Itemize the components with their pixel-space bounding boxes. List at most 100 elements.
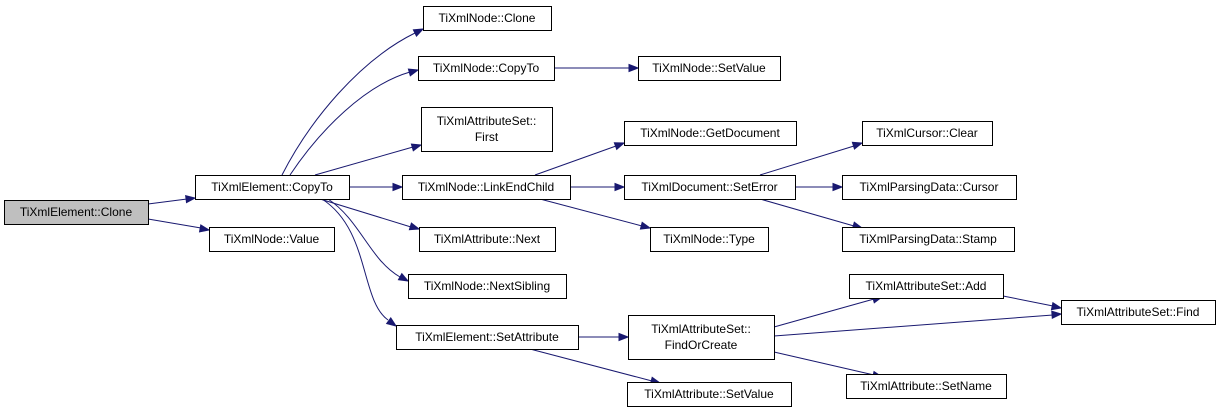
node-label-findorcreate: FindOrCreate (665, 338, 738, 352)
node-label-value: TiXmlNode::Value (224, 232, 320, 246)
node-label-attr-next: TiXmlAttribute::Next (434, 232, 541, 246)
node-label-copyto-node: TiXmlNode::CopyTo (433, 61, 540, 75)
node-label-seterror: TiXmlDocument::SetError (641, 180, 777, 194)
node-pd-cursor[interactable]: TiXmlParsingData::Cursor (842, 175, 1017, 200)
edge-copyto-el-to-clone-node (281, 28, 425, 176)
node-box-copyto-node (418, 56, 555, 81)
edge-copyto-el-to-copyto-node (289, 68, 420, 176)
node-setname[interactable]: TiXmlAttribute::SetName (846, 374, 1007, 399)
node-label-node-setvalue: TiXmlNode::SetValue (652, 61, 766, 75)
edge-line (327, 198, 401, 278)
edge-line (534, 145, 617, 176)
node-findorcreate[interactable]: TiXmlAttributeSet::FindOrCreate (628, 315, 775, 360)
node-label-set-find: TiXmlAttributeSet::Find (1077, 305, 1200, 319)
node-box-attr-next (419, 227, 556, 252)
arrow-head-icon (392, 182, 404, 192)
edge-copyto-el-to-linkendchild (349, 182, 404, 192)
edge-linkendchild-to-seterror (570, 182, 626, 192)
node-value[interactable]: TiXmlNode::Value (209, 227, 335, 252)
edge-copyto-node-to-node-setvalue (554, 63, 640, 73)
node-box-nextsibling (408, 274, 567, 299)
node-node-setvalue[interactable]: TiXmlNode::SetValue (638, 56, 781, 81)
edge-seterror-to-pd-cursor (795, 182, 844, 192)
nodes-layer: TiXmlElement::CloneTiXmlElement::CopyToT… (4, 6, 1216, 407)
edge-linkendchild-to-getdocument (534, 142, 626, 176)
node-label-clone-root: TiXmlElement::Clone (20, 205, 133, 219)
arrow-head-icon (198, 224, 211, 233)
node-box-setname (846, 374, 1007, 399)
node-clone-node[interactable]: TiXmlNode::Clone (423, 6, 552, 31)
node-cursor-clear[interactable]: TiXmlCursor::Clear (862, 121, 993, 146)
arrow-head-icon (412, 28, 425, 37)
arrow-head-icon (613, 142, 626, 151)
arrow-head-icon (628, 63, 640, 73)
node-box-first (421, 107, 553, 152)
edge-setattribute-to-findorcreate (578, 332, 630, 342)
node-box-pd-cursor (842, 175, 1017, 200)
edge-clone-root-to-value (147, 218, 211, 233)
node-getdocument[interactable]: TiXmlNode::GetDocument (624, 121, 797, 146)
node-box-linkendchild (402, 175, 571, 200)
node-label-nextsibling: TiXmlNode::NextSibling (424, 279, 550, 293)
node-attr-setvalue[interactable]: TiXmlAttribute::SetValue (627, 382, 792, 407)
node-box-setattribute (396, 325, 579, 350)
edge-line (147, 198, 188, 205)
node-box-cursor-clear (862, 121, 993, 146)
node-linkendchild[interactable]: TiXmlNode::LinkEndChild (402, 175, 571, 200)
node-label-linkendchild: TiXmlNode::LinkEndChild (418, 180, 554, 194)
arrow-head-icon (851, 141, 864, 150)
node-label-findorcreate: TiXmlAttributeSet:: (651, 322, 751, 336)
node-label-first: TiXmlAttributeSet:: (437, 114, 537, 128)
node-box-seterror (624, 175, 796, 200)
node-box-set-add (849, 274, 1004, 299)
node-label-first: First (475, 130, 499, 144)
edge-line (539, 198, 643, 227)
node-box-copyto-el (195, 175, 350, 200)
node-nextsibling[interactable]: TiXmlNode::NextSibling (408, 274, 567, 299)
arrow-head-icon (407, 68, 420, 77)
edge-line (281, 32, 416, 176)
node-box-clone-root (4, 200, 149, 225)
node-label-pd-cursor: TiXmlParsingData::Cursor (860, 180, 999, 194)
node-seterror[interactable]: TiXmlDocument::SetError (624, 175, 796, 200)
edge-findorcreate-to-set-add (773, 295, 884, 328)
node-clone-root[interactable]: TiXmlElement::Clone (4, 200, 149, 225)
edge-linkendchild-to-type (539, 198, 652, 230)
arrow-head-icon (410, 143, 423, 152)
edge-line (773, 314, 1054, 337)
edges-layer (147, 28, 1063, 385)
edge-set-add-to-set-find (1002, 295, 1063, 311)
node-copyto-node[interactable]: TiXmlNode::CopyTo (418, 56, 555, 81)
arrow-head-icon (832, 182, 844, 192)
edge-line (321, 198, 389, 321)
node-label-copyto-el: TiXmlElement::CopyTo (211, 180, 333, 194)
node-attr-next[interactable]: TiXmlAttribute::Next (419, 227, 556, 252)
edge-seterror-to-pd-stamp (759, 198, 864, 230)
arrow-head-icon (397, 272, 410, 282)
edge-findorcreate-to-set-find (773, 310, 1063, 337)
node-type[interactable]: TiXmlNode::Type (650, 227, 769, 252)
node-setattribute[interactable]: TiXmlElement::SetAttribute (396, 325, 579, 350)
node-box-value (209, 227, 335, 252)
node-box-type (650, 227, 769, 252)
node-pd-stamp[interactable]: TiXmlParsingData::Stamp (842, 227, 1015, 252)
edge-copyto-el-to-setattribute (321, 198, 398, 327)
node-box-set-find (1061, 300, 1216, 325)
edge-line (529, 348, 653, 382)
edge-clone-root-to-copyto-el (147, 195, 197, 205)
node-copyto-el[interactable]: TiXmlElement::CopyTo (195, 175, 350, 200)
node-box-findorcreate (628, 315, 775, 360)
node-first[interactable]: TiXmlAttributeSet::First (421, 107, 553, 152)
edge-line (289, 71, 411, 176)
arrow-head-icon (385, 317, 398, 327)
node-box-getdocument (624, 121, 797, 146)
arrow-head-icon (639, 221, 652, 230)
edge-copyto-el-to-nextsibling (327, 198, 410, 282)
node-label-setattribute: TiXmlElement::SetAttribute (415, 330, 559, 344)
node-set-find[interactable]: TiXmlAttributeSet::Find (1061, 300, 1216, 325)
node-set-add[interactable]: TiXmlAttributeSet::Add (849, 274, 1004, 299)
arrow-head-icon (408, 222, 421, 231)
edge-line (1002, 295, 1054, 307)
edge-line (759, 198, 855, 227)
